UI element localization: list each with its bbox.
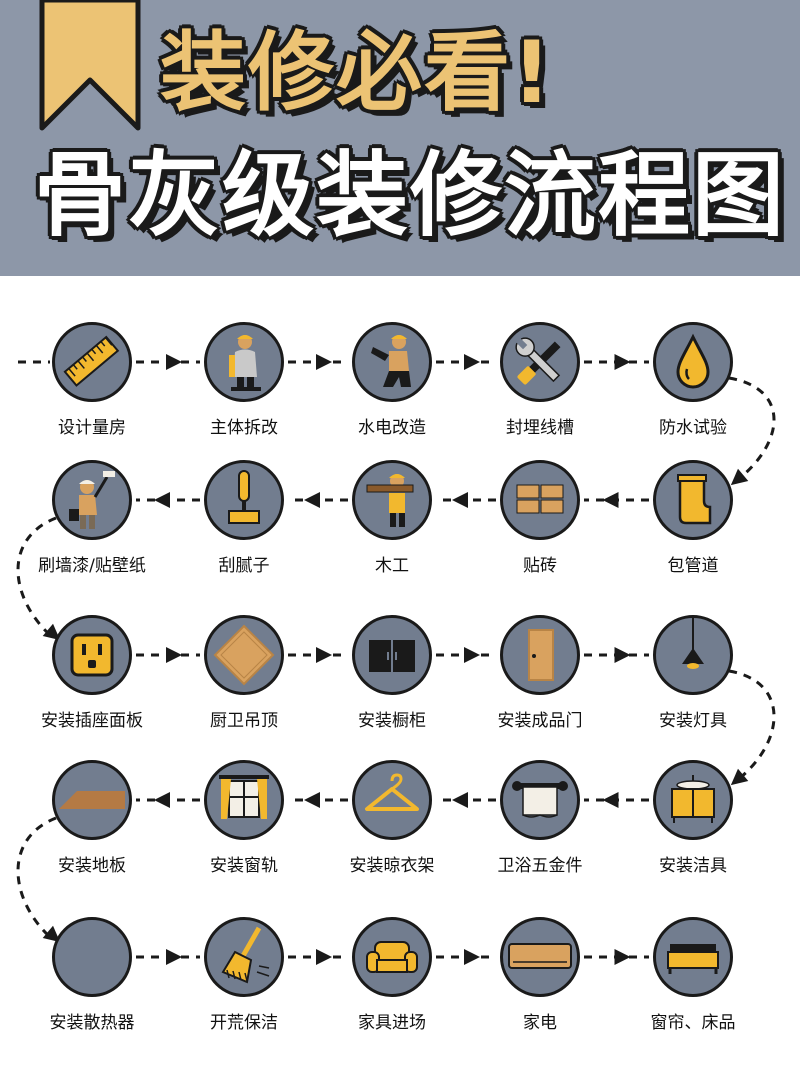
clothes-hanger-icon [352,760,432,840]
arrow-head [464,949,480,965]
turn-connector [16,816,57,941]
door-icon [500,615,580,695]
air-conditioner-icon [500,917,580,997]
step-label: 刮腻子 [218,556,270,576]
step-label: 安装窗轨 [210,856,278,876]
arrow-head [154,792,170,808]
arrow-head [452,492,468,508]
sofa-icon [352,917,432,997]
arrow-head [464,647,480,663]
arrow-head [166,949,182,965]
carpenter-worker-icon [352,460,432,540]
step-label: 水电改造 [358,418,426,438]
broom-icon [204,917,284,997]
arrow-head [316,949,332,965]
ceiling-panel-icon [204,615,284,695]
title-line-2: 骨灰级装修流程图 [33,142,786,249]
electrician-worker-icon [352,322,432,402]
turn-connector [728,669,776,784]
window-curtain-icon [204,760,284,840]
step-label: 防水试验 [659,418,727,438]
step-label: 包管道 [667,556,719,576]
step-label: 安装洁具 [659,856,727,876]
step-label: 安装散热器 [49,1013,135,1033]
arrow-head [316,647,332,663]
step-label: 木工 [375,556,409,576]
arrow-head [166,354,182,370]
step-label: 封埋线槽 [506,418,574,438]
title-banner: 装修必看! 骨灰级装修流程图 [0,0,800,276]
turn-connector [16,516,57,639]
arrow-head [316,354,332,370]
arrow-head [730,768,749,786]
arrow-head [304,492,320,508]
wrench-screwdriver-icon [500,322,580,402]
radiator-icon [52,917,132,997]
arrow-head [614,949,631,965]
step-label: 设计量房 [58,418,126,438]
arrow-head [166,647,182,663]
power-socket-icon [52,615,132,695]
step-label: 主体拆改 [210,418,278,438]
step-label: 安装灯具 [659,711,727,731]
floor-board-icon [52,760,132,840]
step-label: 卫浴五金件 [497,856,583,876]
step-label: 厨卫吊顶 [210,711,278,731]
painter-worker-icon [52,460,132,540]
arrow-head [154,492,170,508]
towel-holder-icon [500,760,580,840]
step-label: 开荒保洁 [210,1013,278,1033]
bathroom-vanity-icon [653,760,733,840]
step-label: 贴砖 [523,556,557,576]
water-drop-icon [653,322,733,402]
arrow-head [452,792,468,808]
step-label: 安装插座面板 [41,711,143,731]
title-line-1: 装修必看! [160,23,554,123]
arrow-head [614,354,631,370]
tiles-icon [500,460,580,540]
arrow-head [602,792,619,808]
step-label: 刷墙漆/贴壁纸 [38,556,146,576]
turn-connector [728,376,776,484]
arrow-head [304,792,320,808]
step-label: 家电 [523,1013,557,1033]
demolition-worker-icon [204,322,284,402]
pendant-lamp-icon [653,615,733,695]
bookmark-icon [39,0,141,131]
step-label: 家具进场 [358,1013,426,1033]
step-label: 窗帘、床品 [650,1013,736,1033]
arrow-head [464,354,480,370]
arrow-head [614,647,631,663]
arrow-head [602,492,619,508]
arrow-head [730,468,749,486]
step-label: 安装晾衣架 [349,856,435,876]
step-label: 安装橱柜 [358,711,426,731]
pipe-icon [653,460,733,540]
ruler-icon [52,322,132,402]
bed-icon [653,917,733,997]
paint-roller-icon [204,460,284,540]
step-label: 安装成品门 [497,711,583,731]
cabinet-icon [352,615,432,695]
step-label: 安装地板 [58,856,126,876]
